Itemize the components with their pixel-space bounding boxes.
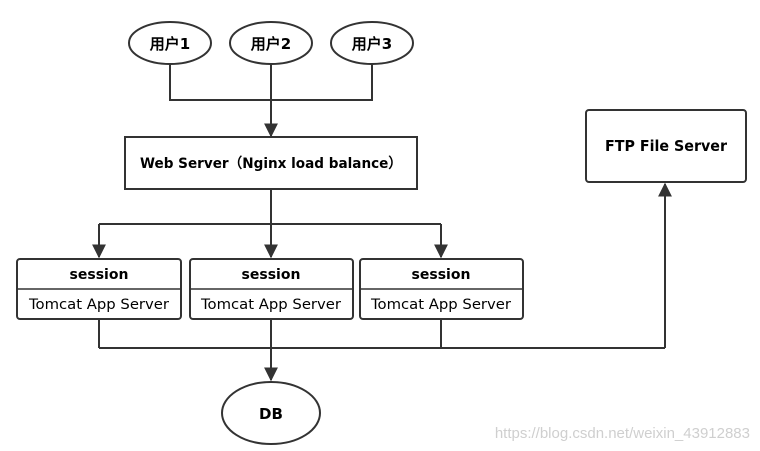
app-server-2-label: Tomcat App Server (200, 297, 341, 313)
web-server-box (124, 136, 418, 190)
user-node-1-label: 用户1 (150, 35, 190, 53)
user-node-3-label: 用户3 (352, 35, 392, 53)
app-server-3: session Tomcat App Server (359, 258, 524, 320)
user-node-1-shape (128, 21, 212, 65)
user-node-3: 用户3 (330, 21, 414, 65)
ftp-server-label: FTP File Server (605, 137, 728, 155)
ftp-server-box (585, 109, 747, 183)
web-server-node: Web Server（Nginx load balance） (124, 136, 418, 190)
user-node-2-label: 用户2 (251, 35, 291, 53)
database-label: DB (259, 405, 283, 423)
database-node: DB (221, 381, 321, 445)
app-server-1-header: session (70, 267, 129, 283)
app-server-2-header: session (242, 267, 301, 283)
app-server-3-label: Tomcat App Server (370, 297, 511, 313)
app-server-3-header: session (412, 267, 471, 283)
app-server-1: session Tomcat App Server (16, 258, 182, 320)
user1-connector (169, 64, 271, 101)
ftp-server-node: FTP File Server (585, 109, 747, 183)
app-server-2: session Tomcat App Server (189, 258, 354, 320)
user-node-2: 用户2 (229, 21, 313, 65)
user-node-1: 用户1 (128, 21, 212, 65)
user-node-3-shape (330, 21, 414, 65)
app-server-1-label: Tomcat App Server (28, 297, 169, 313)
watermark-text: https://blog.csdn.net/weixin_43912883 (495, 425, 750, 442)
connectors (92, 64, 672, 382)
user3-connector (271, 64, 373, 101)
database-shape (221, 381, 321, 445)
user-node-2-shape (229, 21, 313, 65)
web-server-label: Web Server（Nginx load balance） (140, 156, 402, 172)
